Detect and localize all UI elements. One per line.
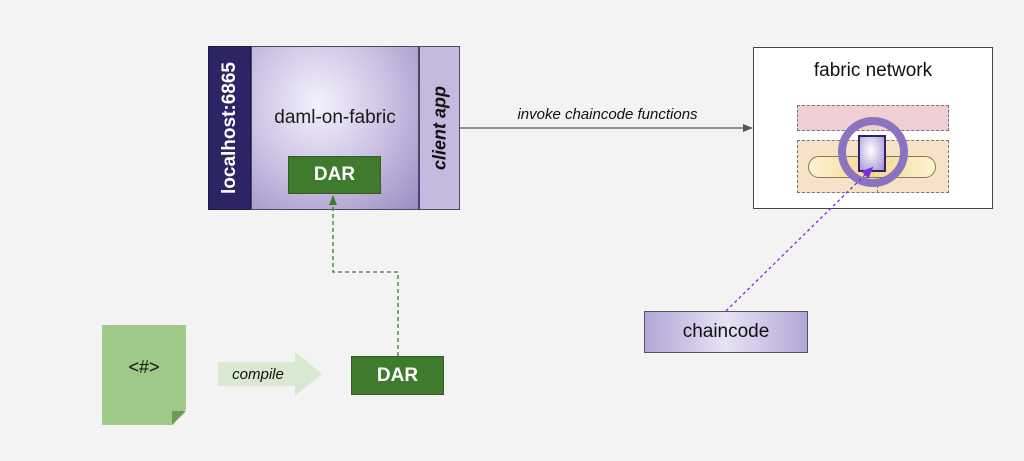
source-file-label: <#>: [128, 357, 160, 377]
invoke-arrow-label: invoke chaincode functions: [517, 106, 698, 123]
client-app-panel: client app: [419, 46, 460, 210]
daml-on-fabric-title: daml-on-fabric: [274, 107, 396, 128]
dar-deployed-box: DAR: [288, 156, 381, 194]
compile-label: compile: [232, 366, 284, 383]
localhost-port-panel: localhost:6865: [208, 46, 251, 210]
dar-output-box: DAR: [351, 356, 444, 395]
fabric-peer-ring: [838, 117, 908, 187]
source-file-icon: [102, 325, 186, 425]
deploy-dar-arrow: [329, 195, 399, 356]
chaincode-install-arrow: [725, 166, 874, 312]
chaincode-box: chaincode: [644, 311, 808, 353]
fabric-network-title: fabric network: [813, 60, 933, 81]
